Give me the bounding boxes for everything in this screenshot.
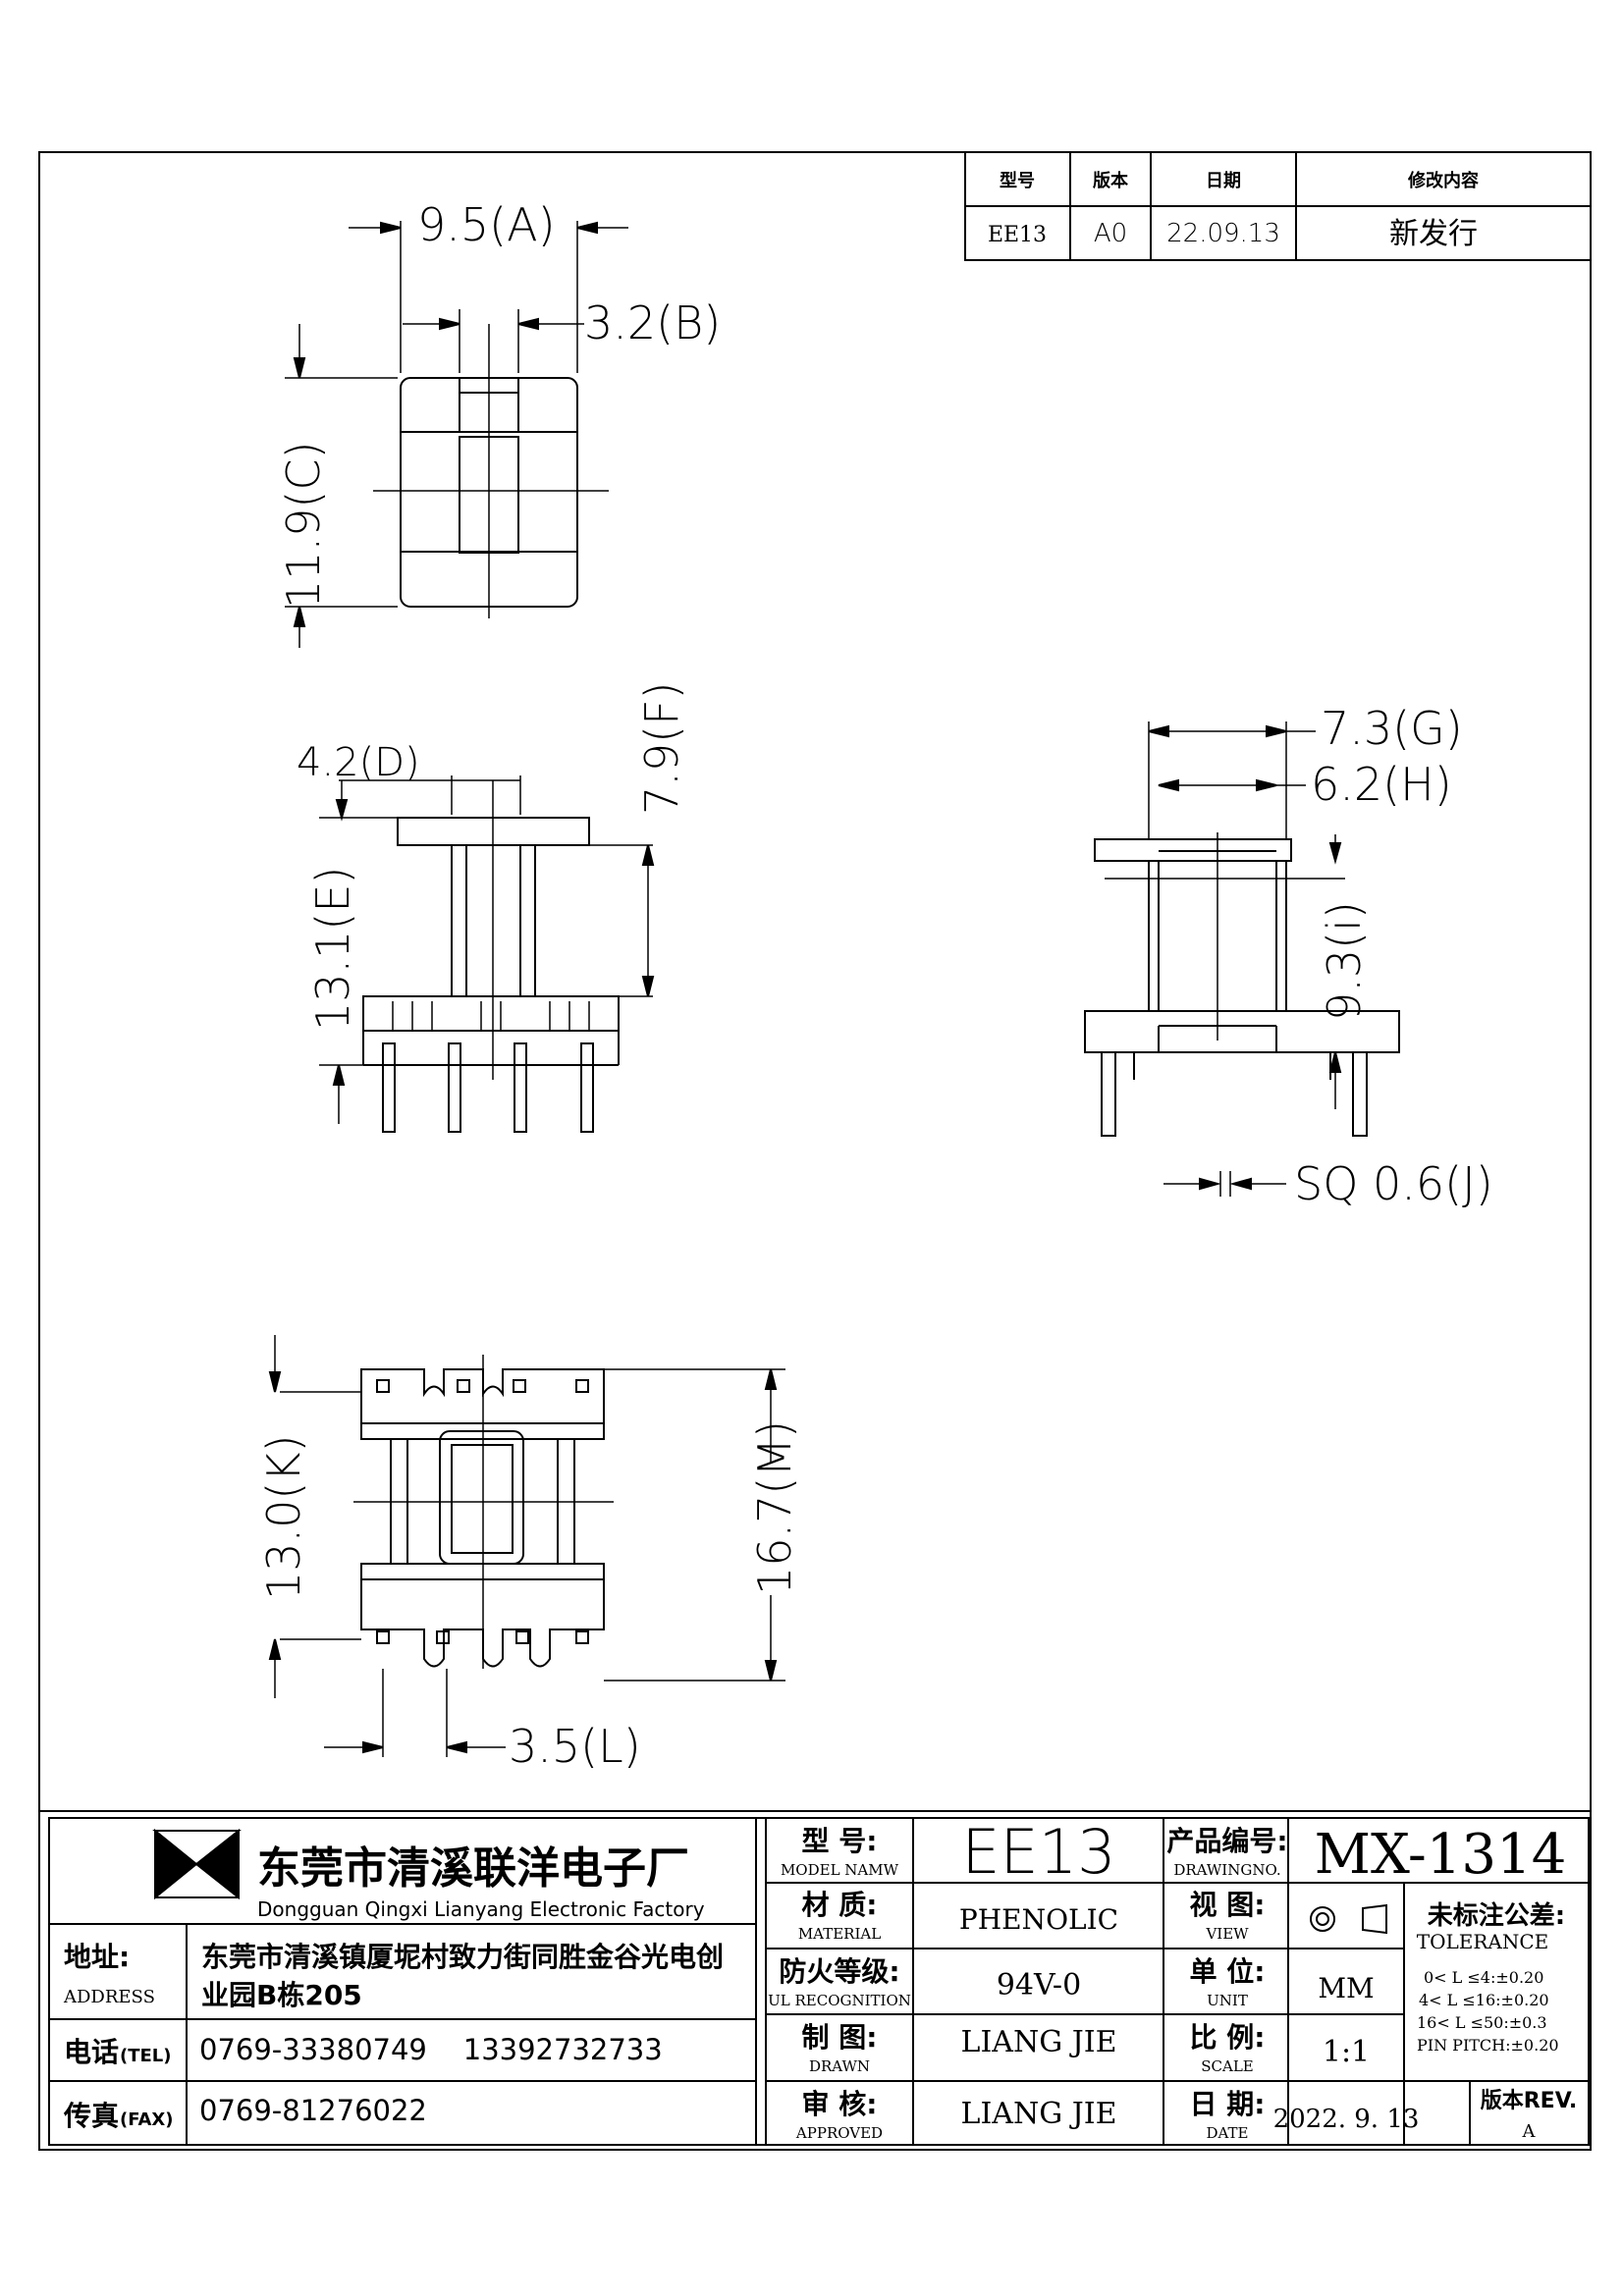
dim-j-label: SQ 0.6(J) bbox=[1294, 1157, 1493, 1210]
tolerance-line-1: 0< L ≤4:±0.20 bbox=[1424, 1968, 1543, 1987]
approved-label-cn: 审 核: bbox=[802, 2088, 878, 2120]
rev-date: 22.09.13 bbox=[1166, 219, 1280, 248]
view-label-en: VIEW bbox=[1205, 1925, 1249, 1943]
model-label-cn: 型 号: bbox=[802, 1825, 878, 1857]
rev-header-date: 日期 bbox=[1206, 171, 1241, 191]
model-value: EE13 bbox=[961, 1816, 1115, 1888]
view-label-cn: 视 图: bbox=[1190, 1889, 1266, 1921]
approved-label-en: APPROVED bbox=[795, 2124, 883, 2142]
dim-b-label: 3.2(B) bbox=[584, 296, 721, 349]
dim-m-label: 16.7(M) bbox=[748, 1420, 801, 1595]
ul-label-cn: 防火等级: bbox=[779, 1955, 899, 1988]
material-label-en: MATERIAL bbox=[798, 1925, 881, 1943]
unit-label-en: UNIT bbox=[1207, 1992, 1248, 2009]
drawing-no-label-en: DRAWINGNO. bbox=[1173, 1861, 1280, 1879]
dim-f-label: 7.9(F) bbox=[635, 681, 688, 815]
title-block bbox=[38, 1810, 1592, 2151]
ul-label-en: UL RECOGNITION bbox=[768, 1992, 911, 2009]
fax-value: 0769-81276022 bbox=[199, 2094, 427, 2127]
rev-model: EE13 bbox=[988, 223, 1047, 247]
tel-label-en: (TEL) bbox=[120, 2046, 172, 2066]
drawing-no-value: MX-1314 bbox=[1315, 1823, 1567, 1887]
dim-c-label: 11.9(C) bbox=[277, 442, 330, 609]
drawn-value: LIANG JIE bbox=[961, 2025, 1117, 2059]
top-view bbox=[285, 221, 628, 648]
company-logo bbox=[152, 1828, 242, 1900]
scale-label-cn: 比 例: bbox=[1190, 2021, 1266, 2054]
drawn-label-en: DRAWN bbox=[809, 2057, 870, 2075]
material-value: PHENOLIC bbox=[959, 1903, 1118, 1936]
tolerance-line-2: 4< L ≤16:±0.20 bbox=[1419, 1991, 1549, 2009]
fax-label: 传真 bbox=[63, 2100, 119, 2132]
tolerance-label-en: TOLERANCE bbox=[1417, 1930, 1549, 1953]
scale-value: 1:1 bbox=[1323, 2035, 1370, 2069]
tolerance-line-4: PIN PITCH:±0.20 bbox=[1417, 2036, 1559, 2055]
dim-e-label: 13.1(E) bbox=[306, 867, 359, 1031]
dim-g-label: 7.3(G) bbox=[1321, 702, 1463, 755]
drawing-no-label-cn: 产品编号: bbox=[1166, 1825, 1287, 1857]
rev-label: 版本REV. bbox=[1481, 2089, 1578, 2113]
approved-value: LIANG JIE bbox=[961, 2097, 1117, 2131]
dim-h-label: 6.2(H) bbox=[1311, 758, 1452, 811]
date-label-en: DATE bbox=[1207, 2124, 1249, 2142]
rev-header-model: 型号 bbox=[1000, 170, 1035, 191]
unit-value: MM bbox=[1318, 1972, 1374, 2004]
bottom-view bbox=[268, 1335, 785, 1757]
date-label-cn: 日 期: bbox=[1190, 2088, 1266, 2120]
scale-label-en: SCALE bbox=[1201, 2057, 1254, 2075]
projection-symbol-icon bbox=[1310, 1903, 1387, 1935]
company-name-cn: 东莞市清溪联洋电子厂 bbox=[257, 1843, 689, 1894]
rev-version: A0 bbox=[1094, 219, 1127, 248]
company-name-en: Dongguan Qingxi Lianyang Electronic Fact… bbox=[257, 1897, 705, 1921]
rev-header-content: 修改内容 bbox=[1407, 170, 1479, 191]
revision-table: 型号 版本 日期 修改内容 EE13 A0 22.09.13 新发行 bbox=[964, 151, 1592, 261]
tel-value: 0769-33380749 13392732733 bbox=[199, 2033, 663, 2066]
dim-k-label: 13.0(K) bbox=[257, 1435, 310, 1600]
address-label-en: ADDRESS bbox=[63, 1987, 155, 2007]
dim-i-label: 9.3(i) bbox=[1318, 901, 1371, 1021]
tolerance-line-3: 16< L ≤50:±0.3 bbox=[1417, 2013, 1547, 2032]
date-value: 2022. 9. 13 bbox=[1273, 2105, 1420, 2134]
drawn-label-cn: 制 图: bbox=[802, 2021, 878, 2054]
rev-header-version: 版本 bbox=[1093, 170, 1128, 191]
unit-label-cn: 单 位: bbox=[1190, 1955, 1266, 1988]
address-line-1: 东莞市清溪镇厦坭村致力街同胜金谷光电创 bbox=[201, 1941, 724, 1973]
dim-d-label: 4.2(D) bbox=[297, 740, 420, 785]
front-view bbox=[1084, 721, 1400, 1197]
ul-value: 94V-0 bbox=[997, 1968, 1081, 2002]
address-label: 地址: bbox=[64, 1941, 130, 1973]
tel-label: 电话 bbox=[64, 2036, 119, 2068]
tolerance-label-cn: 未标注公差: bbox=[1428, 1900, 1565, 1931]
fax-label-en: (FAX) bbox=[120, 2109, 174, 2130]
rev-content: 新发行 bbox=[1389, 217, 1478, 251]
material-label-cn: 材 质: bbox=[802, 1889, 878, 1921]
dim-l-label: 3.5(L) bbox=[509, 1720, 641, 1773]
model-label-en: MODEL NAMW bbox=[781, 1861, 899, 1879]
rev-value: A bbox=[1522, 2121, 1537, 2142]
dim-a-label: 9.5(A) bbox=[417, 198, 556, 251]
address-line-2: 业园B栋205 bbox=[201, 1979, 362, 2011]
side-view bbox=[319, 775, 655, 1133]
